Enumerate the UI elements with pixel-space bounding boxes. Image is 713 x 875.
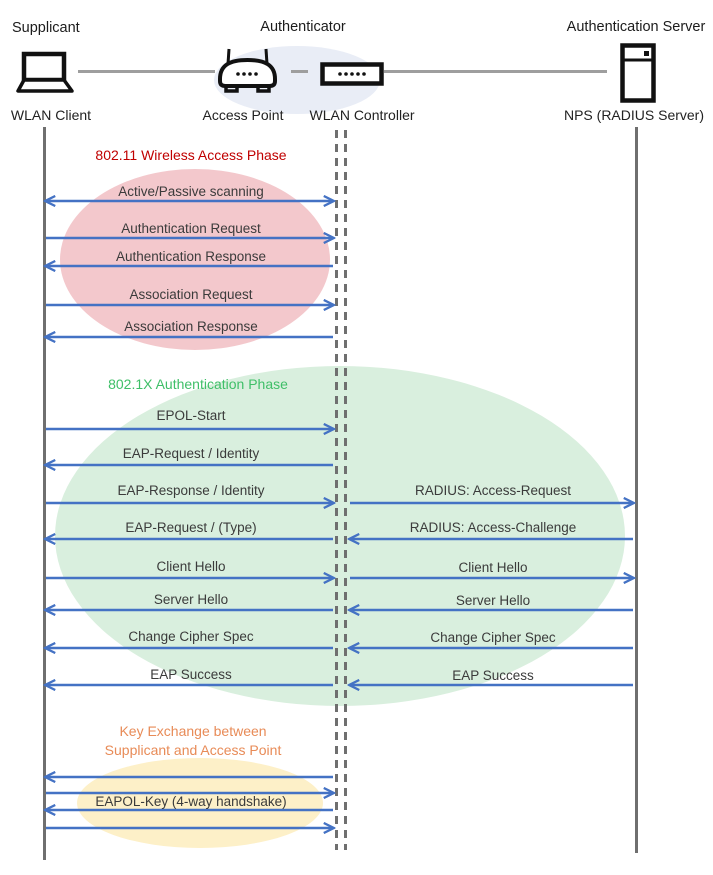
- message-label: EAP Success: [452, 668, 534, 683]
- link-client-to-ap: [78, 70, 215, 73]
- phase-title-dot1x-authentication: 802.1X Authentication Phase: [108, 376, 288, 392]
- link-ap-to-controller: [291, 70, 308, 73]
- phase-title-wireless-access: 802.11 Wireless Access Phase: [95, 147, 287, 163]
- lifeline-nps-server: [635, 127, 638, 853]
- entity-label-wlan-controller: WLAN Controller: [309, 107, 415, 123]
- message-label: EPOL-Start: [156, 408, 226, 423]
- link-controller-to-server: [384, 70, 607, 73]
- message-label: Client Hello: [156, 559, 226, 574]
- message-label: Client Hello: [458, 560, 528, 575]
- wlan-controller-icon: [320, 62, 384, 86]
- message-label: Active/Passive scanning: [118, 184, 264, 199]
- message-label: EAP-Request / Identity: [122, 446, 260, 461]
- role-label-supplicant: Supplicant: [12, 20, 80, 36]
- message-label: Server Hello: [153, 592, 229, 607]
- entity-label-wlan-client: WLAN Client: [10, 107, 92, 123]
- message-label: Authentication Request: [121, 221, 261, 236]
- message-label: EAP-Response / Identity: [117, 483, 265, 498]
- message-label: Server Hello: [455, 593, 531, 608]
- message-label: Association Request: [129, 287, 253, 302]
- role-label-authentication-server: Authentication Server: [566, 19, 706, 35]
- laptop-icon: [14, 51, 76, 95]
- wireless-router-icon: [217, 46, 279, 94]
- message-label: EAPOL-Key (4-way handshake): [95, 794, 287, 809]
- message-label: Authentication Response: [115, 249, 267, 264]
- message-label: EAP Success: [150, 667, 232, 682]
- message-label: EAP-Request / (Type): [125, 520, 257, 535]
- lifeline-wlan-controller-dashed-2: [344, 130, 347, 850]
- key-exchange-phase-ellipse: [77, 758, 323, 848]
- phase-title-key-exchange: Key Exchange between Supplicant and Acce…: [104, 723, 282, 758]
- message-label: Association Response: [124, 319, 258, 334]
- dot1x-authentication-phase-ellipse: [55, 366, 625, 706]
- entity-label-access-point: Access Point: [202, 107, 284, 123]
- server-icon: [620, 43, 656, 103]
- message-label: Change Cipher Spec: [430, 630, 556, 645]
- lifeline-wlan-controller-dashed-1: [335, 130, 338, 850]
- lifeline-wlan-client: [43, 127, 46, 860]
- message-label: RADIUS: Access-Request: [414, 483, 572, 498]
- entity-label-nps-radius-server: NPS (RADIUS Server): [563, 107, 705, 123]
- role-label-authenticator: Authenticator: [260, 19, 346, 35]
- message-label: Change Cipher Spec: [128, 629, 254, 644]
- message-label: RADIUS: Access-Challenge: [409, 520, 577, 535]
